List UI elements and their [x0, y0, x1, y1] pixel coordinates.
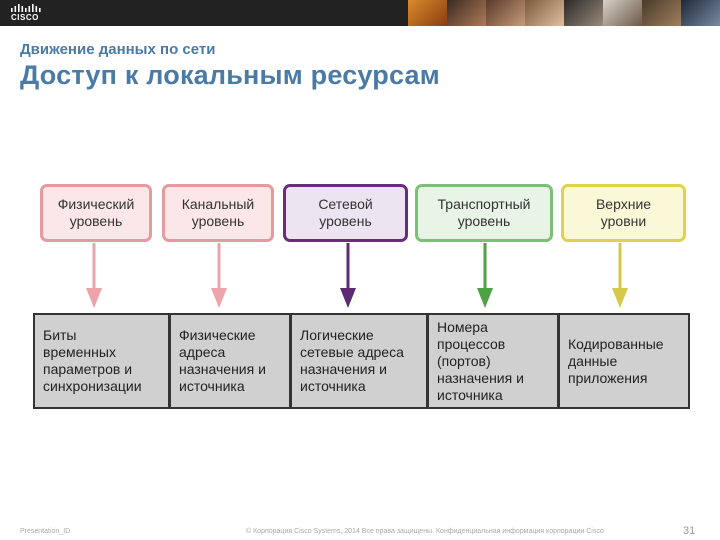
data-table: Биты временных параметров и синхронизаци… — [33, 313, 690, 409]
footer-presentation-id: Presentation_ID — [20, 528, 71, 535]
arrow-physical — [86, 243, 102, 308]
header-photo — [408, 0, 447, 26]
table-cell-datalink: Физические адреса назначения и источника — [171, 315, 292, 407]
header-photo — [564, 0, 603, 26]
arrow-upper — [612, 243, 628, 308]
logo-text: CISCO — [11, 13, 39, 22]
header-photo — [681, 0, 720, 26]
header-photo — [642, 0, 681, 26]
table-cell-upper: Кодированные данные приложения — [568, 335, 664, 386]
arrow-datalink — [211, 243, 227, 308]
table-cell-physical: Биты временных параметров и синхронизаци… — [35, 315, 171, 407]
cisco-bars-icon — [11, 4, 41, 12]
layer-physical: Физический уровень — [40, 184, 152, 242]
layer-upper: Верхние уровни — [561, 184, 686, 242]
page-number: 31 — [683, 525, 696, 537]
header-bar: CISCO — [0, 0, 720, 26]
header-photo — [525, 0, 564, 26]
arrow-transport — [477, 243, 493, 308]
table-cell-transport: Номера процессов (портов) назначения и и… — [429, 315, 560, 407]
cisco-logo: CISCO — [8, 3, 44, 23]
slide-title: Доступ к локальным ресурсам — [20, 60, 440, 90]
layer-network: Сетевой уровень — [283, 184, 408, 242]
footer-copyright: © Корпорация Cisco Systems, 2014 Все пра… — [246, 528, 604, 535]
slide-subtitle: Движение данных по сети — [20, 41, 216, 58]
arrow-network — [340, 243, 356, 308]
header-photo — [486, 0, 525, 26]
layer-transport: Транспортный уровень — [415, 184, 553, 242]
header-photo — [603, 0, 642, 26]
header-photos — [408, 0, 720, 26]
layer-datalink: Канальный уровень — [162, 184, 274, 242]
header-photo — [447, 0, 486, 26]
table-cell-network: Логические сетевые адреса назначения и и… — [292, 315, 429, 407]
